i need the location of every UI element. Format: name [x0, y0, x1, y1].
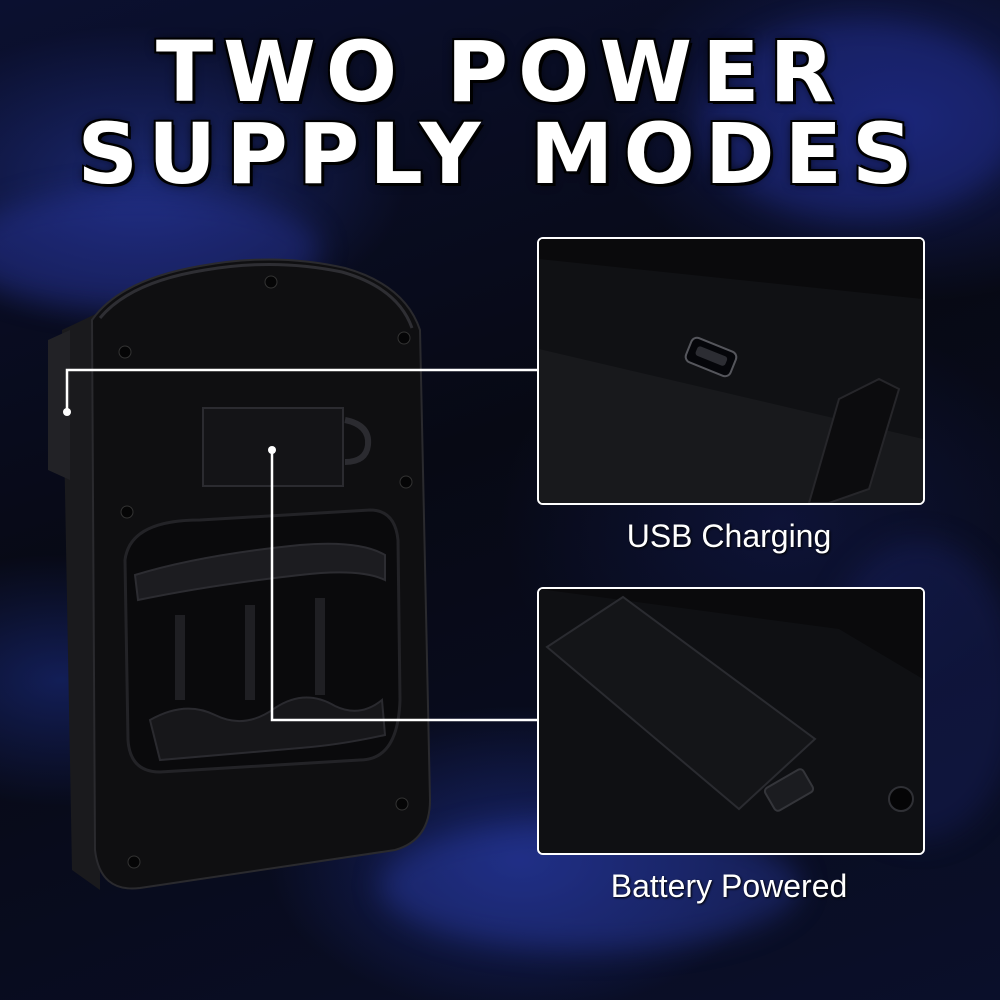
- usb-port-closeup: [537, 237, 925, 505]
- headline-line-1: TWO POWER: [155, 23, 845, 121]
- usb-charging-label: USB Charging: [626, 518, 832, 554]
- callout-dot-usb: [63, 408, 71, 416]
- battery-compartment-icon: [539, 589, 923, 853]
- battery-compartment-closeup: [537, 587, 925, 855]
- callout-line-usb: [65, 368, 537, 412]
- callout-line-battery: [270, 450, 537, 722]
- background-blur-shape: [700, 20, 1000, 220]
- callout-dot-battery: [268, 446, 276, 454]
- battery-powered-label: Battery Powered: [610, 868, 848, 904]
- headline-line-2: SUPPLY MODES: [77, 105, 923, 203]
- micro-usb-port-icon: [539, 239, 923, 503]
